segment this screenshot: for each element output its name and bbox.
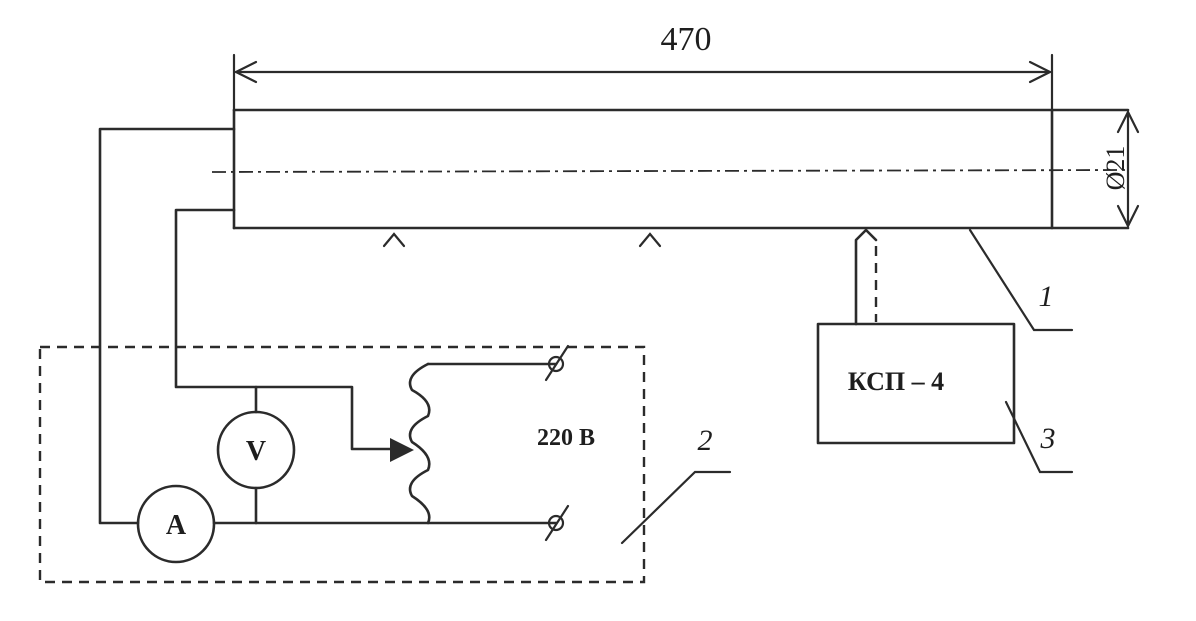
callout-2: 2 bbox=[620, 424, 732, 545]
power-terminal-bottom bbox=[544, 504, 570, 542]
callout-3-label: 3 bbox=[1040, 422, 1056, 455]
recorder-ksp4: КСП – 4 bbox=[816, 228, 1016, 445]
tube-axis-centerline bbox=[211, 169, 1129, 173]
callout-1-label: 1 bbox=[1039, 280, 1054, 313]
callout-3: 3 bbox=[1004, 400, 1074, 474]
length-dimension: 470 bbox=[232, 21, 1054, 112]
callout-2-label: 2 bbox=[698, 424, 713, 457]
power-terminal-top bbox=[544, 344, 570, 382]
ammeter: А bbox=[136, 484, 216, 564]
thermocouple-mark-1 bbox=[382, 232, 406, 248]
diameter-dimension-label: Ø21 bbox=[1101, 146, 1130, 191]
thermocouple-mark-2 bbox=[638, 232, 662, 248]
diameter-dimension: Ø21 bbox=[1101, 109, 1140, 229]
length-dimension-label: 470 bbox=[661, 21, 712, 58]
wiring bbox=[98, 127, 558, 525]
ammeter-symbol: А bbox=[166, 510, 187, 541]
power-supply-enclosure bbox=[38, 345, 646, 584]
recorder-label: КСП – 4 bbox=[848, 367, 944, 396]
voltmeter-symbol: V bbox=[246, 436, 266, 467]
rheostat bbox=[390, 362, 431, 525]
rheostat-slider-arrow-icon bbox=[390, 438, 414, 462]
voltmeter: V bbox=[216, 410, 296, 490]
callout-1: 1 bbox=[968, 228, 1074, 332]
voltage-label: 220 В bbox=[537, 425, 595, 451]
tube-specimen bbox=[211, 108, 1130, 230]
